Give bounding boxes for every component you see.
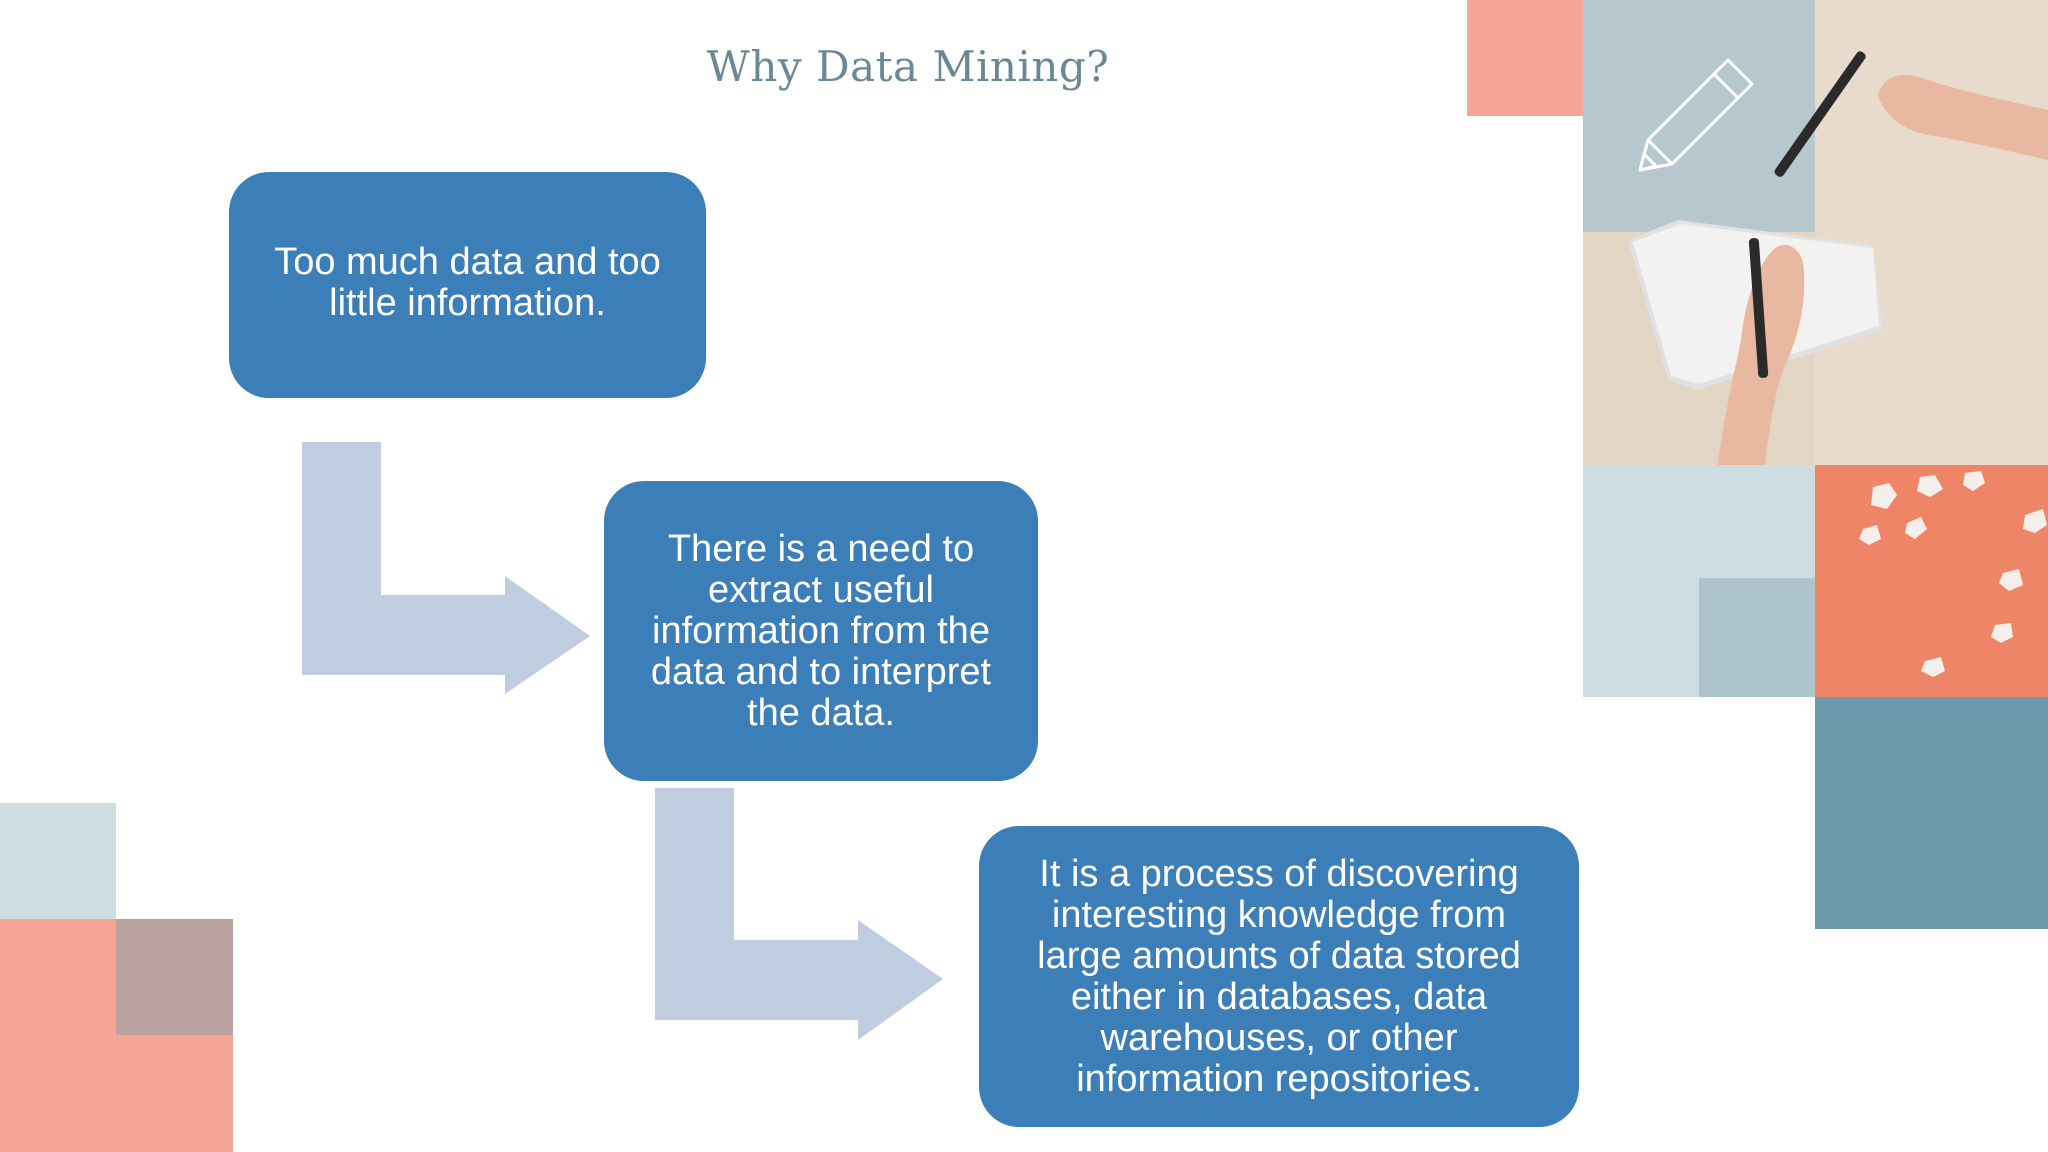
coral-square-top (1467, 0, 1583, 116)
light-gray-blue-square-bottom (0, 803, 116, 919)
gray-blue-square (1699, 578, 1815, 697)
gray-blue-panel (1583, 0, 1815, 232)
slide-title: Why Data Mining? (706, 42, 1110, 91)
flow-step-2: There is a need to extract useful inform… (604, 481, 1038, 781)
slate-block (1815, 697, 2048, 929)
crumpled-paper-photo (1815, 465, 2048, 697)
bent-arrow-1 (302, 442, 590, 694)
flow-step-3: It is a process of discovering interesti… (979, 826, 1579, 1127)
mauve-square-bottom (116, 919, 233, 1035)
pencil-icon (1638, 58, 1754, 172)
flow-step-1-text: Too much data and too little information… (274, 241, 661, 324)
bent-arrow-2 (655, 788, 943, 1040)
flow-step-3-text: It is a process of discovering interesti… (1037, 852, 1521, 1100)
flow-step-1: Too much data and too little information… (229, 172, 706, 398)
hands-writing-photo (1583, 0, 2048, 465)
flow-step-2-text: There is a need to extract useful inform… (650, 527, 992, 734)
